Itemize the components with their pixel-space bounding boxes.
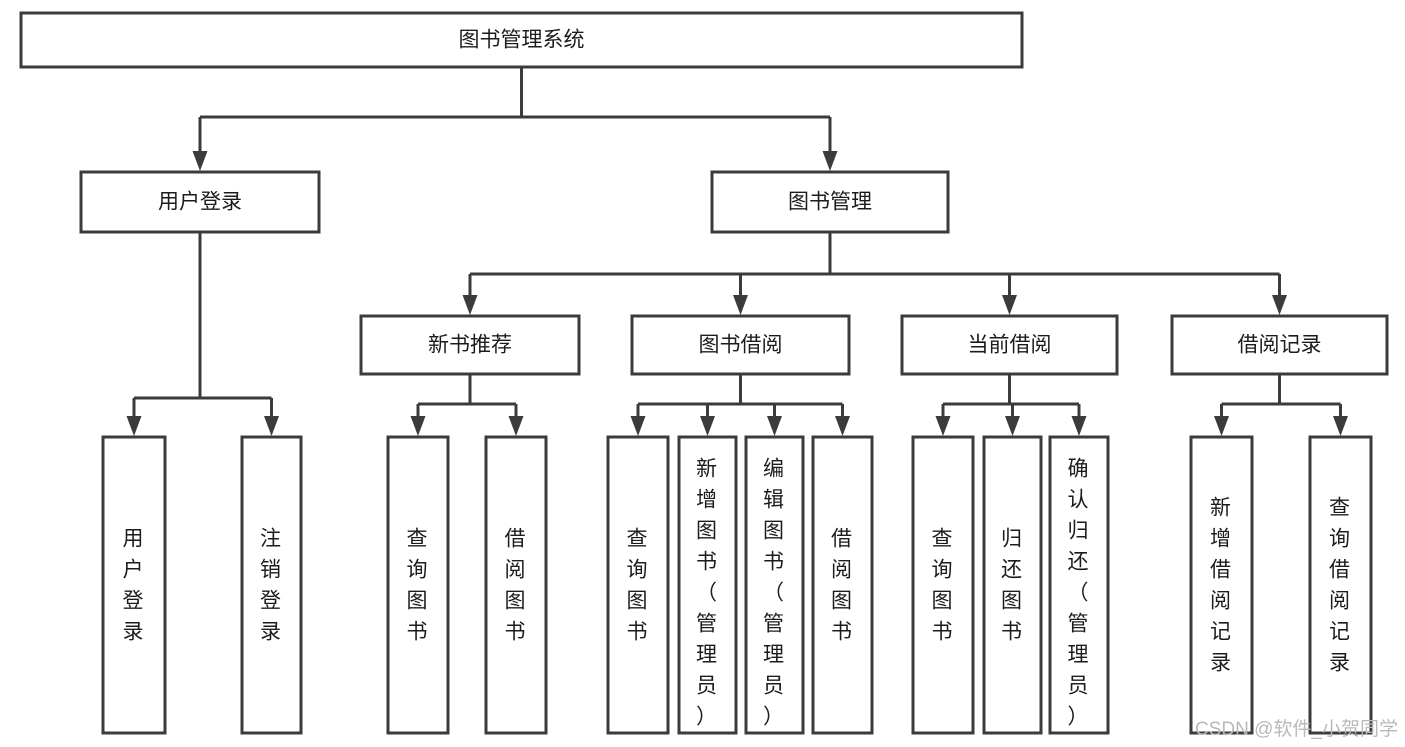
level2-label: 新书推荐 [428, 334, 512, 357]
connectors-layer [126, 67, 1348, 436]
level2-label: 借阅记录 [1238, 334, 1322, 357]
level2-box[interactable] [630, 314, 851, 376]
branch-2-to-leaves [935, 374, 1087, 436]
leaf-label: 查询借阅记录 [1329, 496, 1352, 674]
leaf-label: 借阅图书 [505, 527, 528, 643]
level2-node[interactable]: 图书借阅 [630, 314, 851, 376]
leaf-label: 新增图书（管理员） [696, 457, 719, 728]
level1-label: 图书管理 [788, 191, 872, 214]
leaf-box[interactable] [744, 435, 805, 735]
arrow-head-icon [935, 416, 951, 436]
level2-box[interactable] [359, 314, 581, 376]
leaf-node[interactable]: 查询借阅记录 [1308, 435, 1373, 735]
branch-1-to-leaves [630, 374, 850, 436]
arrow-head-icon [700, 416, 715, 436]
leaf-box[interactable] [982, 435, 1043, 735]
leaf-box[interactable] [484, 435, 548, 735]
arrow-head-icon [835, 416, 850, 436]
arrow-head-icon [1214, 416, 1229, 436]
root-label: 图书管理系统 [459, 29, 585, 52]
leaf-node[interactable]: 注销登录 [240, 435, 303, 735]
leaf-node[interactable]: 编辑图书（管理员） [744, 435, 805, 735]
leaf-node[interactable]: 借阅图书 [484, 435, 548, 735]
level2-node[interactable]: 借阅记录 [1170, 314, 1389, 376]
level1-box[interactable] [79, 170, 321, 234]
leaf-box[interactable] [811, 435, 874, 735]
leaf-node[interactable]: 新增图书（管理员） [677, 435, 738, 735]
level2-box[interactable] [1170, 314, 1389, 376]
arrow-head-icon [1071, 416, 1087, 436]
leaf-box[interactable] [1308, 435, 1373, 735]
arrow-head-icon [1002, 295, 1017, 315]
leaf-box[interactable] [1189, 435, 1254, 735]
leaf-box[interactable] [911, 435, 975, 735]
leaf-label: 借阅图书 [831, 527, 854, 643]
leaf-node[interactable]: 归还图书 [982, 435, 1043, 735]
root-node[interactable]: 图书管理系统 [19, 11, 1024, 69]
root-box[interactable] [19, 11, 1024, 69]
level1-label: 用户登录 [158, 191, 242, 214]
leaf-box[interactable] [240, 435, 303, 735]
leaf-label: 新增借阅记录 [1210, 496, 1233, 674]
branch-management-to-level2 [462, 232, 1287, 315]
leaf-node[interactable]: 用户登录 [101, 435, 167, 735]
branch-root-to-level1 [192, 67, 838, 171]
leaf-label: 归还图书 [1001, 527, 1024, 643]
csdn-watermark: CSDN @软件_小贺同学 [1195, 718, 1398, 740]
arrow-head-icon [822, 151, 838, 171]
arrow-head-icon [192, 151, 208, 171]
leaf-box[interactable] [101, 435, 167, 735]
arrow-head-icon [462, 295, 478, 315]
arrow-head-icon [264, 416, 279, 436]
arrow-head-icon [126, 416, 142, 436]
arrow-head-icon [1005, 416, 1020, 436]
leaf-box[interactable] [677, 435, 738, 735]
level1-node[interactable]: 用户登录 [79, 170, 321, 234]
leaf-label: 用户登录 [123, 527, 146, 643]
leaf-label: 查询图书 [407, 527, 430, 643]
leaf-label: 编辑图书（管理员） [763, 457, 786, 728]
leaf-label: 确认归还（管理员） [1068, 457, 1091, 728]
arrow-head-icon [767, 416, 782, 436]
level2-node[interactable]: 当前借阅 [900, 314, 1119, 376]
level2-label: 当前借阅 [968, 334, 1052, 357]
leaf-node[interactable]: 确认归还（管理员） [1048, 435, 1110, 735]
leaf-box[interactable] [606, 435, 670, 735]
arrow-head-icon [733, 295, 748, 315]
level2-label: 图书借阅 [699, 334, 783, 357]
arrow-head-icon [1333, 416, 1348, 436]
arrow-head-icon [410, 416, 426, 436]
branch-login-to-leaves [126, 232, 279, 436]
level1-box[interactable] [710, 170, 950, 234]
leaf-label: 注销登录 [260, 527, 283, 643]
leaf-label: 查询图书 [932, 527, 955, 643]
nodes-layer: 图书管理系统用户登录图书管理新书推荐图书借阅当前借阅借阅记录用户登录注销登录查询… [19, 11, 1389, 735]
leaf-node[interactable]: 查询图书 [386, 435, 450, 735]
leaf-node[interactable]: 借阅图书 [811, 435, 874, 735]
leaf-box[interactable] [386, 435, 450, 735]
arrow-head-icon [508, 416, 524, 436]
leaf-node[interactable]: 新增借阅记录 [1189, 435, 1254, 735]
leaf-box[interactable] [1048, 435, 1110, 735]
arrow-head-icon [630, 416, 646, 436]
leaf-node[interactable]: 查询图书 [606, 435, 670, 735]
branch-3-to-leaves [1214, 374, 1348, 436]
level2-box[interactable] [900, 314, 1119, 376]
level2-node[interactable]: 新书推荐 [359, 314, 581, 376]
leaf-node[interactable]: 查询图书 [911, 435, 975, 735]
arrow-head-icon [1272, 295, 1287, 315]
leaf-label: 查询图书 [627, 527, 650, 643]
level1-node[interactable]: 图书管理 [710, 170, 950, 234]
branch-0-to-leaves [410, 374, 524, 436]
